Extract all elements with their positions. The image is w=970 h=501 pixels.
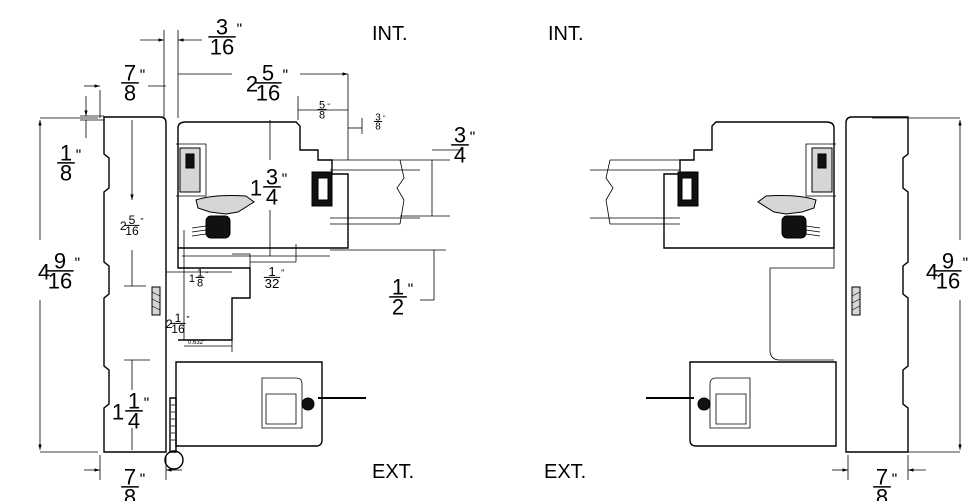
ext-label-right: EXT.	[544, 461, 586, 483]
dim-numerator: 5	[319, 99, 325, 111]
dim-denominator: 8	[876, 485, 888, 501]
dim-denominator: 4	[454, 143, 466, 168]
dim-denominator: 8	[60, 161, 72, 186]
left-sill-block	[175, 361, 323, 447]
right-section	[590, 116, 909, 453]
dim-denominator: 16	[936, 269, 960, 294]
dim-unit: "	[140, 68, 145, 85]
dim-denominator: 8	[197, 277, 203, 289]
dim-denominator: 16	[125, 224, 139, 238]
dim-d3_4: 34"	[451, 123, 475, 168]
dim-numerator: 7	[124, 61, 136, 86]
dim-denominator: 2	[392, 295, 404, 320]
dim-d1_8: 18"	[57, 141, 81, 186]
left-weatherstrip	[195, 195, 255, 215]
dim-unit: "	[187, 314, 190, 324]
dim-d3_16: 316"	[208, 15, 242, 60]
dim-d7_8_botR: 78"	[873, 465, 897, 501]
dim-denominator: 16	[256, 81, 280, 106]
dim-unit: "	[327, 101, 330, 110]
dim-unit: "	[892, 472, 897, 489]
dim-unit: "	[408, 282, 413, 299]
dim-denominator: 16	[171, 322, 185, 336]
dim-whole: 4	[38, 260, 50, 285]
dim-numerator: 3	[216, 15, 228, 40]
dim-numerator: 5	[129, 213, 136, 227]
dim-whole: 1	[189, 273, 195, 285]
dim-d7_8_botL: 78"	[121, 465, 145, 501]
dim-whole: 2	[166, 317, 173, 331]
dim-0632: 0.632"	[188, 340, 205, 346]
dim-unit: "	[237, 22, 242, 39]
left-hinge	[169, 397, 177, 453]
dim-numerator: 7	[124, 465, 136, 490]
int-label-right: INT.	[548, 23, 584, 45]
dim-whole: 2	[246, 72, 258, 97]
dim-numerator: 3	[266, 165, 278, 190]
dim-unit: "	[283, 68, 288, 85]
dim-numerator: 1	[392, 275, 404, 300]
dim-denominator: 16	[210, 35, 234, 60]
dim-whole: 4	[926, 260, 938, 285]
dim-d1_32: 132"	[263, 264, 284, 291]
dim-whole: 2	[120, 219, 127, 233]
dim-d1_2: 12"	[389, 275, 413, 320]
dim-whole: 1	[250, 176, 262, 201]
dim-unit: "	[75, 256, 80, 273]
dim-d5_8: 58"	[317, 99, 330, 121]
left-glass-pane	[330, 159, 420, 225]
dim-numerator: 3	[375, 113, 381, 124]
dim-numerator: 9	[942, 249, 954, 274]
dim-numerator: 1	[175, 311, 182, 325]
left-jamb	[103, 116, 167, 453]
dim-numerator: 3	[454, 123, 466, 148]
dim-unit: "	[383, 116, 386, 123]
dim-whole: 1	[112, 400, 124, 425]
dim-unit: "	[963, 256, 968, 273]
dim-numerator: 9	[54, 249, 66, 274]
dim-numerator: 1	[268, 264, 275, 279]
dim-denominator: 32	[265, 276, 280, 291]
dim-unit: "	[141, 216, 144, 226]
dim-unit: "	[140, 472, 145, 489]
dim-denominator: 8	[124, 485, 136, 501]
dim-d3_8: 38"	[374, 113, 386, 132]
right-jamb	[845, 116, 909, 453]
dim-numerator: 1	[128, 389, 140, 414]
left-section	[103, 116, 420, 470]
dim-denominator: 16	[48, 269, 72, 294]
dim-denominator: 8	[124, 81, 136, 106]
dim-numerator: 5	[262, 61, 274, 86]
dim-unit: "	[76, 148, 81, 165]
dim-denominator: 4	[128, 409, 140, 434]
dim-d7_8_top: 78"	[121, 61, 145, 106]
int-label-left: INT.	[372, 23, 408, 45]
dim-unit: "	[470, 130, 475, 147]
dim-numerator: 1	[197, 267, 203, 279]
dim-unit: "	[144, 396, 149, 413]
dim-unit: "	[205, 269, 208, 278]
dimension-lines	[38, 30, 962, 480]
dim-unit: "	[281, 268, 284, 278]
dim-unit: "	[282, 172, 287, 189]
dim-numerator: 1	[60, 141, 72, 166]
ext-label-left: EXT.	[372, 461, 414, 483]
dim-denominator: 8	[375, 121, 381, 132]
left-upper-frame	[177, 121, 349, 249]
dim-denominator: 4	[266, 185, 278, 210]
dim-numerator: 7	[876, 465, 888, 490]
dim-denominator: 8	[319, 109, 325, 121]
